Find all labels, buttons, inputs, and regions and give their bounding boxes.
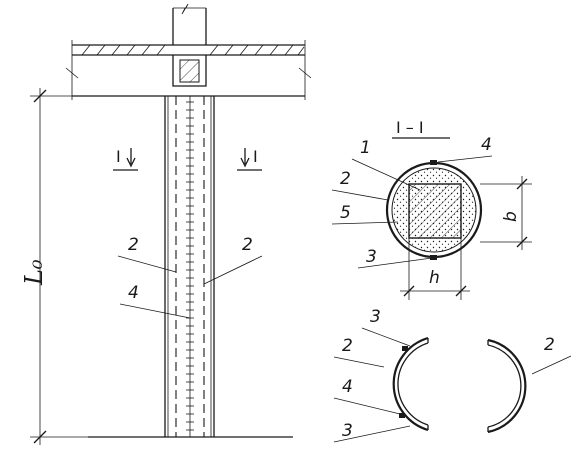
sec-label-5: 5 (340, 203, 351, 223)
slab-hatching (81, 44, 305, 56)
shell-halves: 3 2 4 3 2 (333, 307, 572, 443)
shell-weld-top (402, 346, 408, 351)
cross-section: I – I b h 1 4 2 5 3 (331, 118, 532, 300)
right-shell-inner (487, 344, 522, 428)
left-shell-inner (397, 342, 429, 426)
shell-label-2-left: 2 (342, 336, 353, 356)
sec-label-2: 2 (340, 169, 351, 189)
label-4: 4 (128, 283, 139, 303)
length-dimension: L₀ (20, 88, 160, 445)
column-cap (172, 55, 207, 87)
sec-label-1: 1 (360, 138, 371, 158)
column-body (164, 96, 215, 437)
left-shell-outer (392, 336, 429, 432)
column-leaders: 2 2 4 (117, 235, 263, 319)
weld-top (430, 160, 437, 165)
shell-label-4: 4 (342, 377, 353, 397)
shell-label-3-bottom: 3 (342, 421, 353, 441)
section-marker-right: I (237, 147, 262, 171)
upper-column (172, 3, 207, 45)
label-2-left: 2 (128, 235, 139, 255)
section-marker-left-label: I (116, 147, 121, 166)
shell-weld-bottom (399, 413, 405, 418)
section-marker-left: I (113, 147, 138, 171)
sec-label-4: 4 (481, 135, 492, 155)
dim-h-label: h (429, 268, 440, 288)
section-title: I – I (396, 118, 424, 137)
label-2-right: 2 (242, 235, 253, 255)
weld-bottom (430, 255, 437, 260)
centre-weld-ticks (186, 101, 194, 431)
dim-b-label: b (501, 211, 521, 222)
shell-label-2-right: 2 (544, 335, 555, 355)
section-marker-right-label: I (253, 147, 258, 166)
right-shell-outer (487, 338, 527, 434)
sec-label-3: 3 (366, 247, 377, 267)
length-label: L₀ (20, 259, 48, 286)
shell-label-3-top: 3 (370, 307, 381, 327)
